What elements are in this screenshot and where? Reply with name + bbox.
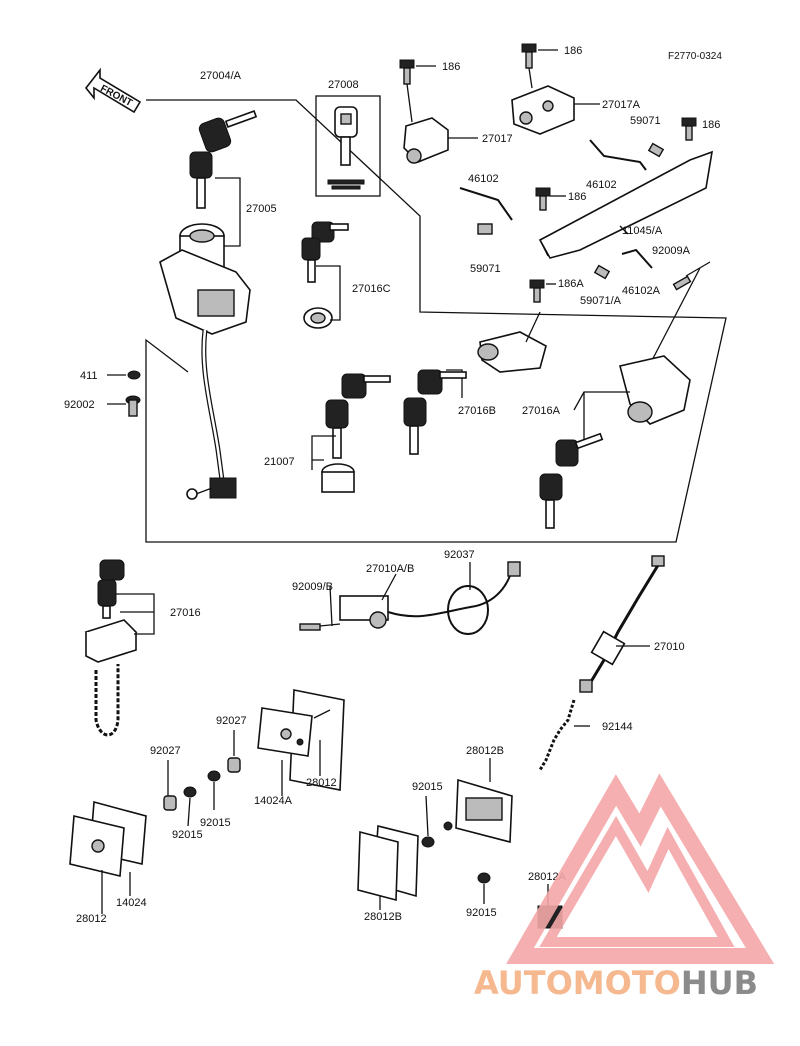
label-27017A: 27017A [602, 99, 641, 111]
screw-92009A [647, 261, 711, 369]
lock-27016 [84, 559, 138, 737]
watermark-text-hub: HUB [681, 964, 758, 1002]
bolt-59071-a [647, 142, 665, 158]
bolt-186-c [681, 117, 697, 141]
label-92015-c: 92015 [412, 781, 443, 793]
label-27016C: 27016C [352, 283, 391, 295]
label-92015-b: 92015 [172, 829, 203, 841]
label-14024A: 14024A [254, 795, 293, 807]
bolt-59071-b [477, 223, 493, 235]
lock-27016A [619, 355, 691, 425]
label-92002: 92002 [64, 399, 95, 411]
nut-92015-d [477, 872, 491, 884]
label-28012B-2: 28012B [364, 911, 402, 923]
seat-lock-keys [301, 221, 349, 329]
watermark-logo: AUTOMOTOHUB [474, 773, 775, 1002]
label-27016: 27016 [170, 607, 201, 619]
label-186-b: 186 [564, 45, 582, 57]
helmet-lock-27017A [511, 67, 600, 135]
ignition-switch [159, 223, 251, 500]
wire-46102A [621, 248, 653, 269]
reflector-14024 [69, 800, 147, 877]
helmet-lock-27017 [403, 83, 478, 164]
label-411: 411 [80, 370, 98, 382]
ignition-group-outline [145, 99, 727, 543]
screw-92002 [107, 395, 141, 417]
label-46102-b: 46102 [586, 179, 617, 191]
label-92009B: 92009/B [292, 581, 333, 593]
wire-46102-b [459, 187, 513, 221]
front-arrow-icon: FRONT [84, 67, 142, 114]
label-27008: 27008 [328, 79, 359, 91]
label-27010AB: 27010A/B [366, 563, 414, 575]
label-11045: 11045/A [622, 225, 663, 237]
label-28012B-1: 28012B [466, 745, 504, 757]
nut-92015-a [207, 770, 221, 782]
spring-92144 [538, 699, 590, 771]
bolt-186-d [535, 187, 566, 211]
label-186-c: 186 [702, 119, 720, 131]
bolt-59071A [593, 264, 611, 280]
reflector-28012B-lower [357, 824, 419, 902]
label-92027-b: 92027 [150, 745, 181, 757]
label-186-a: 186 [442, 61, 460, 73]
switch-27010AB [299, 561, 521, 635]
label-27016A: 27016A [522, 405, 561, 417]
keys-27016A [539, 432, 604, 529]
label-92144: 92144 [602, 721, 633, 733]
label-28012-a: 28012 [306, 777, 337, 789]
label-92009A: 92009A [652, 245, 691, 257]
bolt-186-a [399, 59, 436, 85]
nut-92015-c [421, 836, 435, 848]
key-tag-card [315, 95, 381, 197]
label-27010: 27010 [654, 641, 685, 653]
label-27004: 27004/A [200, 70, 242, 82]
label-186A: 186A [558, 278, 584, 290]
wire-46102-a [589, 139, 647, 171]
label-27005: 27005 [246, 203, 277, 215]
bolt-186-b [521, 43, 558, 69]
label-27016B: 27016B [458, 405, 496, 417]
lock-27016B [477, 311, 547, 373]
label-92015-d: 92015 [466, 907, 497, 919]
reflector-14024A [257, 689, 345, 791]
drawing-code: F2770-0324 [668, 51, 722, 62]
label-27017: 27017 [482, 133, 513, 145]
label-59071-b: 59071 [470, 263, 501, 275]
label-46102-a: 46102 [468, 173, 499, 185]
label-46102A: 46102A [622, 285, 661, 297]
washer-411 [107, 370, 141, 380]
label-14024: 14024 [116, 897, 147, 909]
label-186-d: 186 [568, 191, 586, 203]
watermark-text-auto: AUTOMOTO [474, 964, 681, 1002]
label-59071A: 59071/A [580, 295, 622, 307]
keys-27016B [403, 369, 467, 455]
spacer-92027-b [163, 795, 177, 811]
keys-21007 [321, 373, 391, 493]
label-21007: 21007 [264, 456, 295, 468]
nut-92015-b [183, 786, 197, 798]
label-59071-a: 59071 [630, 115, 661, 127]
switch-27010 [579, 555, 665, 693]
label-92027-a: 92027 [216, 715, 247, 727]
svg-text:AUTOMOTOHUB: AUTOMOTOHUB [474, 964, 758, 1002]
label-92037: 92037 [444, 549, 475, 561]
label-28012-b: 28012 [76, 913, 107, 925]
ignition-keys [189, 110, 258, 209]
label-92015-a: 92015 [200, 817, 231, 829]
spacer-92027-a [227, 730, 241, 773]
lock-bracket-11045 [538, 150, 714, 259]
bolt-186A [529, 279, 556, 303]
reflector-28012B-upper [443, 778, 513, 844]
